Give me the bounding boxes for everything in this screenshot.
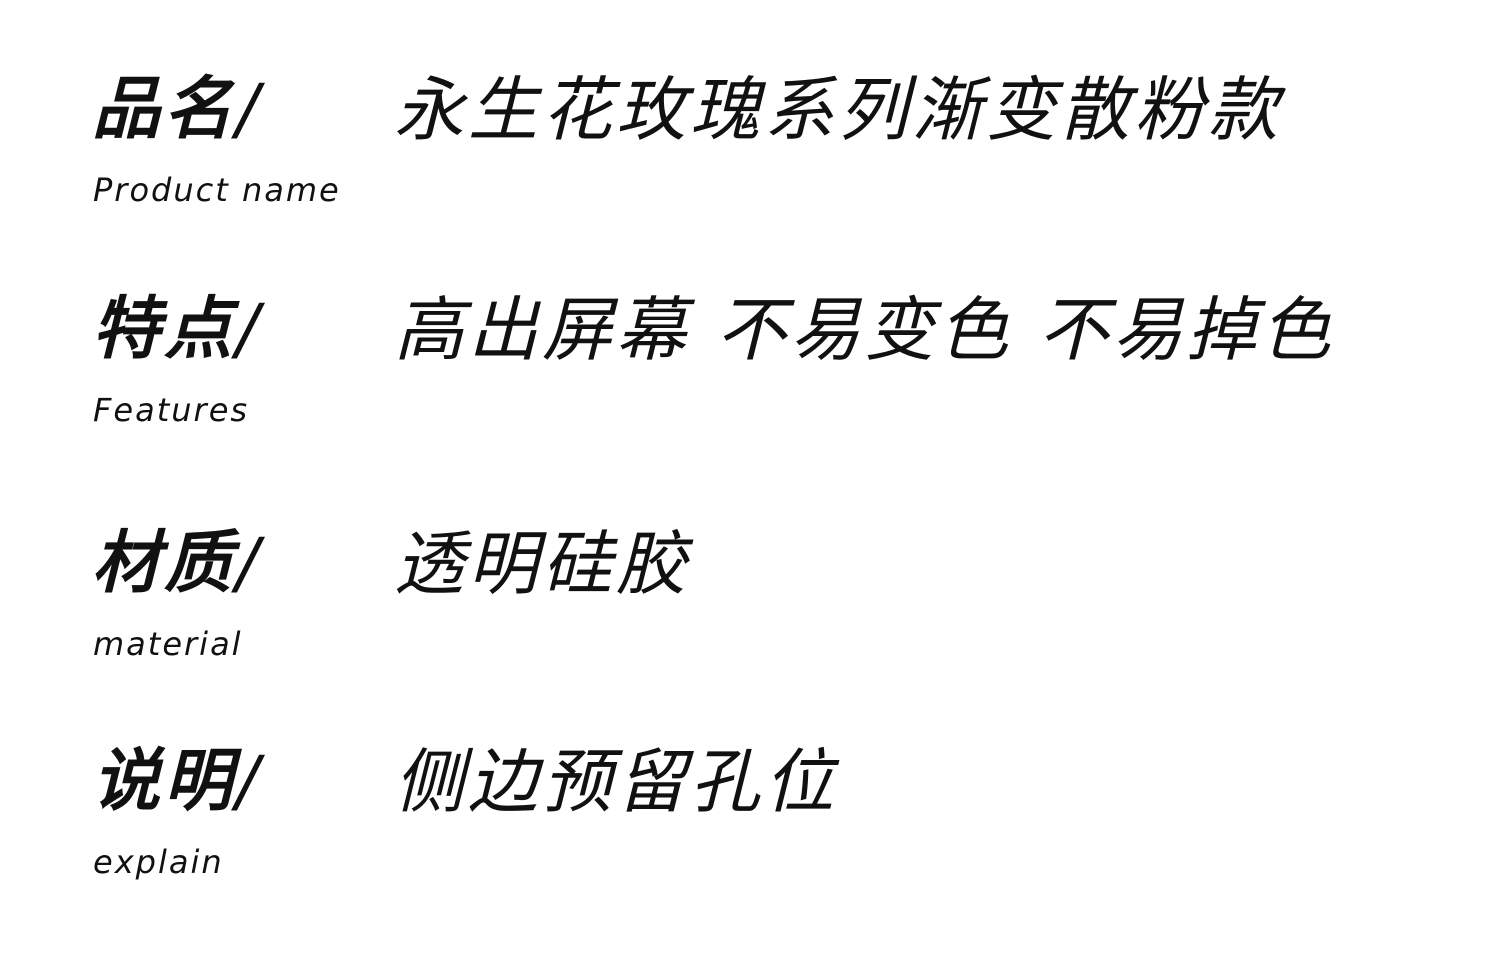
spec-label-text: 材质 (92, 524, 237, 603)
spec-label-english: explain (93, 843, 224, 881)
spec-label-slash: / (236, 290, 263, 369)
spec-label: 特点/ (92, 282, 263, 378)
spec-row-features: 特点/ Features 高出屏幕 不易变色 不易掉色 (0, 282, 1500, 452)
spec-label: 材质/ (92, 516, 263, 612)
spec-label-english: Product name (93, 171, 341, 209)
spec-label-text: 说明 (92, 742, 237, 821)
spec-label-slash: / (236, 742, 263, 821)
spec-label-text: 特点 (92, 290, 237, 369)
spec-label-english: Features (93, 391, 250, 429)
spec-value: 侧边预留孔位 (394, 741, 838, 823)
spec-label-slash: / (236, 524, 263, 603)
spec-row-explain: 说明/ explain 侧边预留孔位 (0, 734, 1500, 904)
spec-value: 透明硅胶 (394, 523, 690, 605)
spec-row-material: 材质/ material 透明硅胶 (0, 516, 1500, 686)
spec-label-english: material (93, 625, 243, 663)
spec-value: 永生花玫瑰系列渐变散粉款 (394, 69, 1282, 151)
spec-label: 品名/ (92, 62, 263, 158)
spec-row-product-name: 品名/ Product name 永生花玫瑰系列渐变散粉款 (0, 62, 1500, 232)
spec-value: 高出屏幕 不易变色 不易掉色 (394, 289, 1335, 371)
spec-label-text: 品名 (92, 70, 237, 149)
spec-label-slash: / (236, 70, 263, 149)
spec-label: 说明/ (92, 734, 263, 830)
